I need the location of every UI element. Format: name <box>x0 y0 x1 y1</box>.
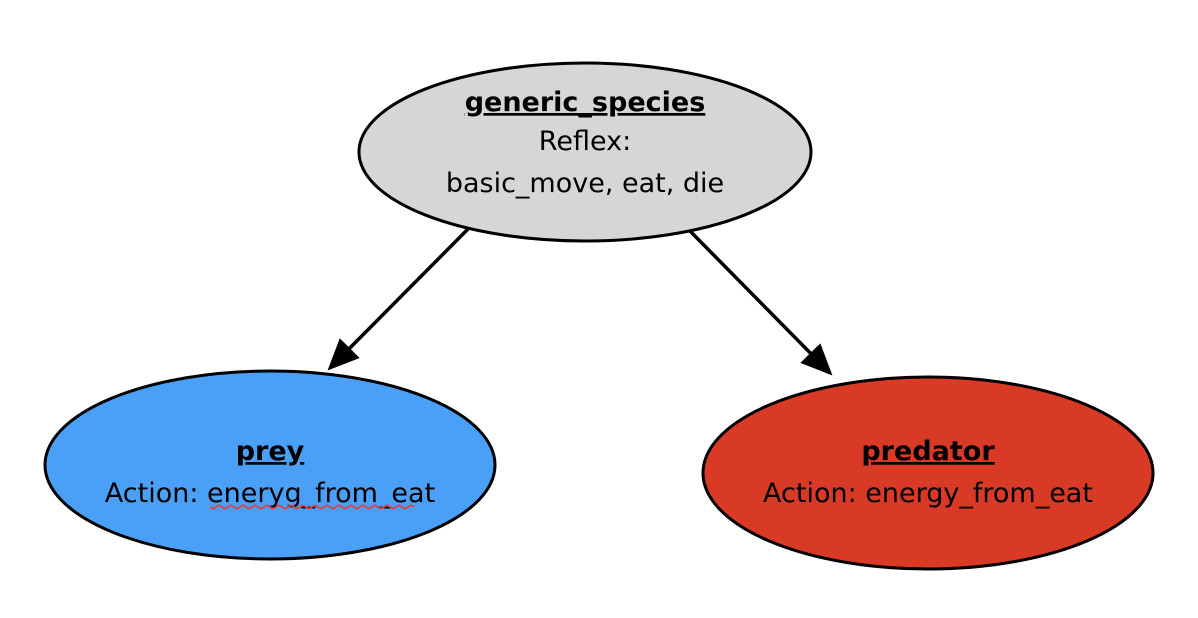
prey-action-value: eneryg_from_eat <box>207 478 435 509</box>
predator-action-line: Action: energy_from_eat <box>763 478 1093 509</box>
prey-ellipse <box>43 369 497 561</box>
node-prey[interactable]: prey Action: eneryg_from_eat <box>43 369 497 561</box>
predator-ellipse <box>701 375 1155 571</box>
prey-action-prefix: Action: <box>105 478 207 509</box>
prey-action-line: Action: eneryg_from_eat <box>105 478 435 509</box>
prey-title: prey <box>236 436 305 467</box>
spellcheck-underline <box>209 504 415 510</box>
generic-species-ellipse <box>357 61 813 243</box>
predator-title: predator <box>861 436 995 467</box>
generic-species-reflex-label: Reflex: <box>539 126 631 157</box>
edge-generic-to-predator <box>688 229 833 376</box>
node-generic-species[interactable]: generic_species Reflex: basic_move, eat,… <box>357 61 813 243</box>
node-predator[interactable]: predator Action: energy_from_eat <box>701 375 1155 571</box>
generic-species-reflex-list: basic_move, eat, die <box>446 168 724 199</box>
edge-generic-to-prey <box>327 227 470 371</box>
generic-species-title: generic_species <box>465 87 706 118</box>
